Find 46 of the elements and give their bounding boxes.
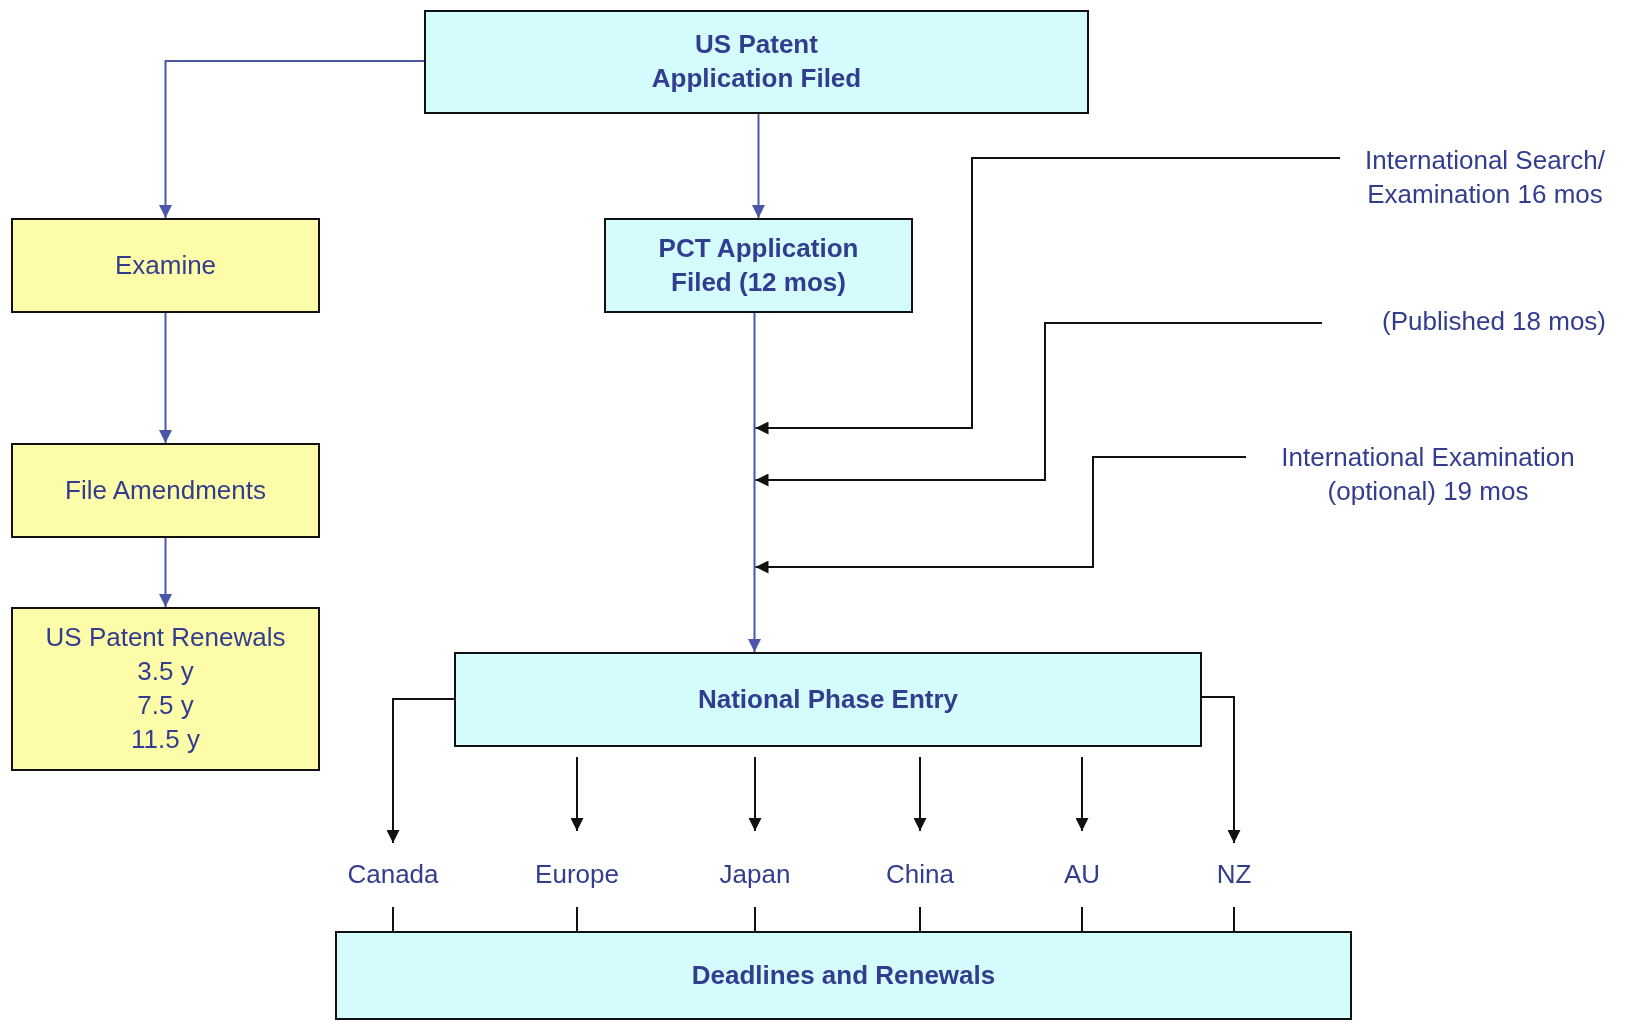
process-box xyxy=(11,607,320,771)
country-label: Canada xyxy=(338,855,448,895)
box-label: Deadlines and Renewals xyxy=(691,958,996,992)
box-label: US Patent Application Filed xyxy=(650,28,863,95)
renewal-interval: 3.5 y xyxy=(137,655,194,689)
arrow xyxy=(754,157,1341,435)
country-label: Europe xyxy=(522,855,632,895)
country-label: AU xyxy=(1042,855,1122,895)
arrow xyxy=(754,322,1323,487)
renewal-interval: 11.5 y xyxy=(131,722,200,756)
arrow xyxy=(754,456,1247,574)
arrow xyxy=(748,312,761,653)
timeline-note: International Examination (optional) 19 mos xyxy=(1258,437,1598,513)
renewal-interval: 7.5 y xyxy=(137,689,194,722)
process-box xyxy=(11,218,320,313)
process-box xyxy=(454,652,1202,747)
box-label: File Amendments xyxy=(65,473,266,507)
arrow xyxy=(159,537,172,608)
connector-line xyxy=(392,906,394,932)
arrow xyxy=(913,756,927,832)
box-label: PCT Application Filed (12 mos) xyxy=(657,231,860,299)
box-label: Examine xyxy=(114,248,217,282)
arrow xyxy=(752,113,765,219)
process-box xyxy=(335,931,1352,1020)
arrow xyxy=(1201,696,1241,844)
connector-line xyxy=(919,906,921,932)
arrow xyxy=(159,312,172,444)
connector-line xyxy=(1081,906,1083,932)
box-label: National Phase Entry xyxy=(697,682,959,716)
arrow xyxy=(748,756,762,832)
process-box xyxy=(11,443,320,538)
timeline-note: (Published 18 mos) xyxy=(1360,302,1628,342)
timeline-note: International Search/ Examination 16 mos xyxy=(1340,142,1630,214)
arrow xyxy=(1075,756,1089,832)
country-label: Japan xyxy=(700,855,810,895)
connector-line xyxy=(576,906,578,932)
process-box xyxy=(424,10,1089,114)
arrow xyxy=(159,60,425,219)
box-label: US Patent Renewals xyxy=(45,621,286,655)
arrow xyxy=(570,756,584,832)
process-box xyxy=(604,218,913,313)
country-label: China xyxy=(865,855,975,895)
connector-line xyxy=(1233,906,1235,932)
country-label: NZ xyxy=(1194,855,1274,895)
arrow xyxy=(386,698,455,844)
connector-line xyxy=(754,906,756,932)
